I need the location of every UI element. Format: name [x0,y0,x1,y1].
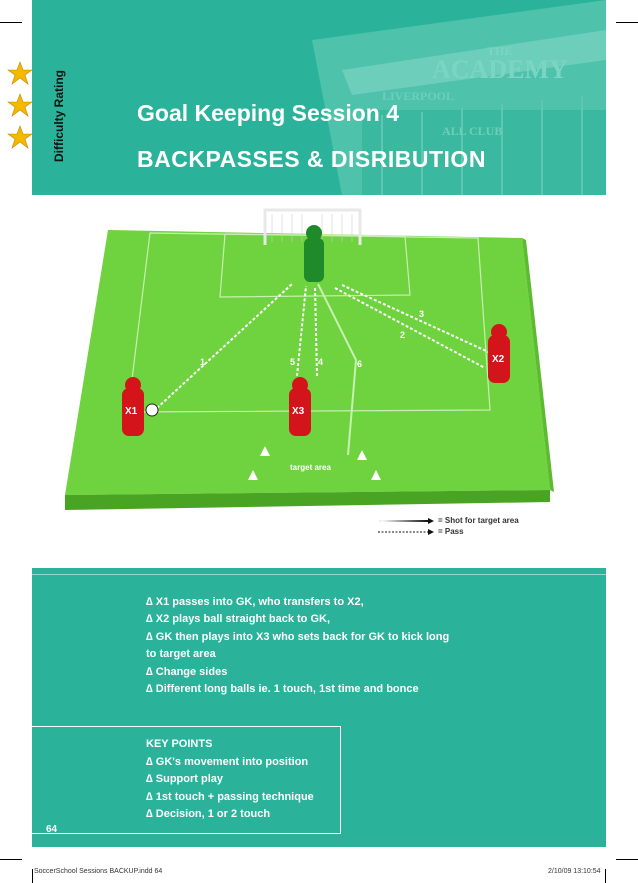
diagram-legend: = Shot for target area = Pass [378,515,519,537]
legend-pass: = Pass [438,526,464,537]
star-icon [8,62,32,148]
pass-number: 3 [419,309,424,319]
key-point-item: ∆ Support play [146,771,314,789]
sign-club: ALL CLUB [442,124,502,138]
player-x2: X2 [488,324,510,383]
instruction-item: ∆ X1 passes into GK, who transfers to X2… [146,594,506,611]
pass-number: 1 [200,357,205,367]
goalkeeper-figure [304,225,324,282]
pass-number: 5 [290,357,295,367]
instruction-list: ∆ X1 passes into GK, who transfers to X2… [146,594,506,698]
player-x3: X3 [289,377,311,436]
key-point-item: ∆ 1st touch + passing technique [146,789,314,807]
crop-mark [605,869,606,883]
crop-mark [32,869,33,883]
key-points-heading: KEY POINTS [146,736,314,754]
target-area-label: target area [290,463,331,472]
player-label: X3 [292,406,305,417]
player-x1: X1 [122,377,144,436]
key-point-item: ∆ Decision, 1 or 2 touch [146,806,314,824]
pitch-diagram: target area 1 5 4 6 3 2 X1 X3 X2 [60,200,580,540]
page-number: 64 [46,824,57,835]
key-point-item: ∆ GK's movement into position [146,754,314,772]
footer-file: SoccerSchool Sessions BACKUP.indd 64 [34,868,162,875]
pass-number: 6 [357,359,362,369]
instruction-item: ∆ X2 plays ball straight back to GK, [146,611,506,628]
instruction-item: ∆ GK then plays into X3 who sets back fo… [146,629,506,646]
sign-academy: ACADEMY [432,55,568,84]
shot-line-icon [378,518,434,524]
crop-mark [616,859,638,860]
crop-mark [0,22,22,23]
crop-mark [0,859,22,860]
divider [32,574,606,575]
instructions-panel: ∆ X1 passes into GK, who transfers to X2… [32,568,606,847]
footer-timestamp: 2/10/09 13:10:54 [548,868,601,875]
key-points: KEY POINTS ∆ GK's movement into position… [146,736,314,824]
instruction-item: ∆ Change sides [146,664,506,681]
page-subtitle: BACKPASSES & DISRIBUTION [137,146,486,173]
page-title: Goal Keeping Session 4 [137,100,399,127]
pass-number: 2 [400,330,405,340]
player-label: X2 [492,354,505,365]
pass-number: 4 [318,357,323,367]
crop-mark [616,22,638,23]
instruction-item: to target area [146,646,506,663]
header-banner: THE ACADEMY LIVERPOOL ALL CLUB Goal Keep… [32,0,606,195]
instruction-item: ∆ Different long balls ie. 1 touch, 1st … [146,681,506,698]
legend-shot: = Shot for target area [438,515,519,526]
player-label: X1 [125,406,138,417]
pass-line-icon [378,529,434,535]
ball-icon [146,404,158,416]
difficulty-rating-label: Difficulty Rating [52,70,66,162]
